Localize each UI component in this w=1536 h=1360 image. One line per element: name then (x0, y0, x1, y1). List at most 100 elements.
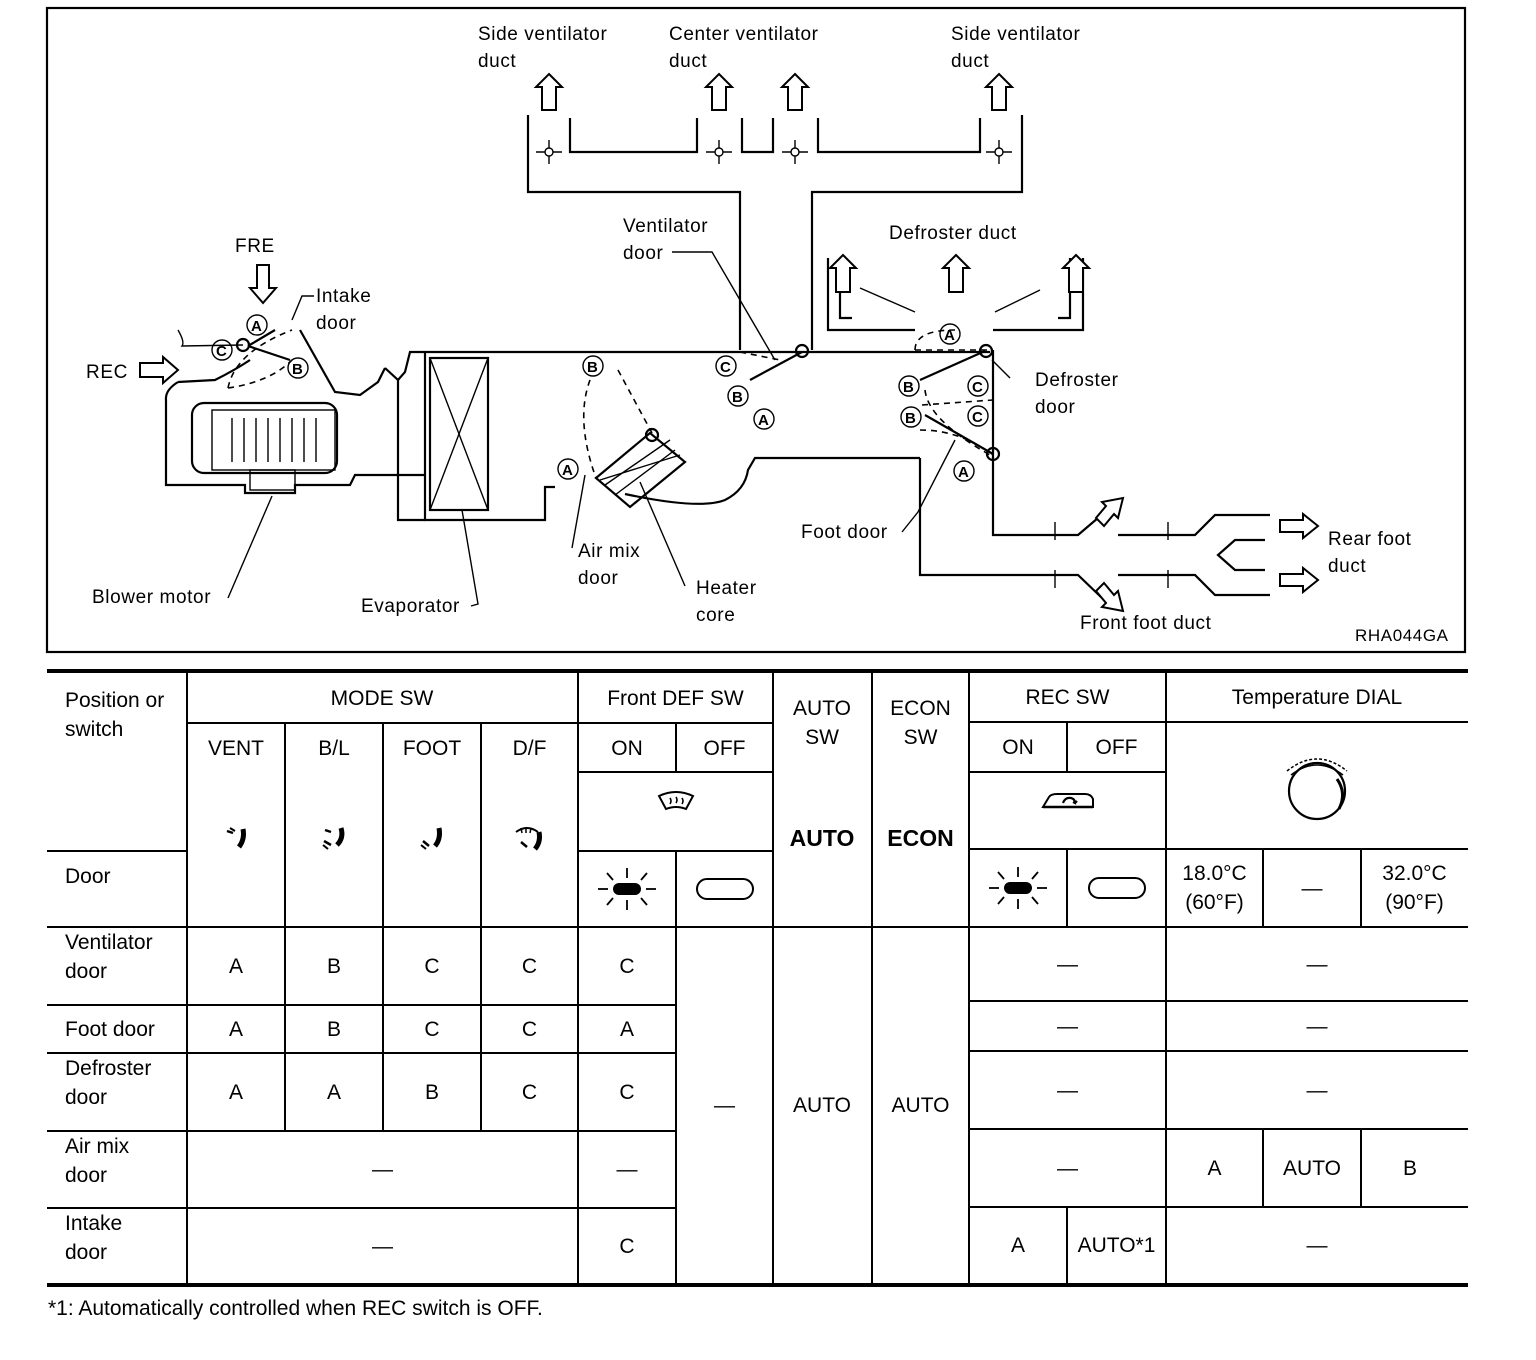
table-cell: — (372, 1158, 393, 1181)
svg-text:B: B (732, 389, 743, 406)
temp-low-celsius: 18.0°C (1182, 862, 1247, 885)
row-label-line: Intake (65, 1212, 123, 1235)
defroster-duct-label: Defroster duct (889, 223, 1017, 244)
temp-low-header: 18.0°C (60°F) (1166, 850, 1263, 926)
rec-sw-header: REC SW (1025, 686, 1110, 709)
indicator-lit-icon (969, 850, 1067, 926)
temp-mid-header: — (1301, 876, 1323, 900)
row-label-foot-door: Foot door (65, 1017, 155, 1041)
ventilator-duct-manifold (526, 72, 1024, 350)
table-cell: C (424, 954, 440, 978)
door-position-marks: A C B B A C B A A B C B C A (211, 314, 989, 482)
svg-text:A: A (944, 327, 955, 344)
econ-merged-cell: AUTO (891, 1094, 950, 1117)
table-cell: — (1306, 952, 1328, 976)
front-foot-duct-label: Front foot duct (1080, 613, 1212, 634)
rec-label: REC (86, 362, 128, 383)
svg-text:B: B (292, 361, 303, 378)
svg-text:C: C (216, 343, 227, 360)
fresh-air-arrow (247, 264, 279, 305)
table-cell: A (228, 1017, 243, 1041)
table-cell: B (326, 954, 341, 978)
table-cell: — (372, 1234, 393, 1258)
front-def-sw-header: Front DEF SW (607, 686, 744, 710)
blower-assembly (164, 329, 425, 495)
row-label-intake-door: Intake door (47, 1209, 187, 1283)
header-line: switch (65, 718, 124, 741)
fre-label: FRE (235, 236, 275, 257)
header-line: SW (903, 726, 938, 749)
row-label-line: Ventilator (65, 931, 153, 954)
table-cell: C (424, 1017, 440, 1041)
table-cell: — (616, 1158, 638, 1181)
svg-text:C: C (720, 359, 731, 376)
auto-sw-header: AUTO SW (773, 673, 871, 773)
bilevel-mode-icon (285, 773, 383, 903)
table-cell: C (619, 1080, 635, 1104)
table-cell: A (326, 1080, 341, 1104)
svg-text:A: A (758, 412, 769, 429)
rec-off-header: OFF (1095, 735, 1138, 759)
evaporator-label: Evaporator (361, 596, 460, 617)
table-cell: A (1010, 1234, 1025, 1257)
table-cell: A (619, 1017, 634, 1041)
row-label-line: Defroster (65, 1057, 152, 1080)
svg-text:A: A (562, 462, 573, 479)
table-cell: AUTO*1 (1077, 1234, 1156, 1257)
table-cell: AUTO (1283, 1156, 1341, 1180)
row-label-line: door (65, 960, 108, 983)
door-header: Door (65, 865, 111, 888)
svg-text:C: C (972, 409, 983, 426)
vent-mode-icon (187, 773, 285, 903)
mode-sw-header: MODE SW (330, 686, 434, 710)
table-cell: — (1057, 1156, 1078, 1180)
mode-foot-header: FOOT (402, 736, 462, 760)
row-label-line: door (65, 1241, 108, 1264)
def-off-merged-cell: — (714, 1094, 735, 1117)
row-label-line: door (65, 1086, 108, 1109)
table-cell: — (1057, 1078, 1078, 1102)
table-cell: C (521, 1017, 538, 1041)
table-cell: — (1306, 1234, 1328, 1257)
table-cell: B (424, 1080, 439, 1104)
front-defrost-icon (578, 773, 773, 829)
row-label-air-mix-door: Air mix door (47, 1132, 187, 1207)
heater-core (594, 431, 687, 509)
mode-vent-header: VENT (207, 736, 264, 760)
row-label-line: door (65, 1164, 108, 1187)
auto-switch-icon-text: AUTO (789, 824, 855, 851)
header-line: ECON (890, 697, 951, 720)
hvac-unit-housing (384, 253, 1092, 577)
door-blades (235, 329, 1001, 462)
svg-text:B: B (587, 359, 598, 376)
door-swing-paths (227, 329, 994, 479)
table-cell: C (619, 954, 635, 978)
header-line: AUTO (793, 697, 851, 720)
header-line: SW (805, 726, 839, 749)
table-cell: — (1306, 1014, 1328, 1038)
table-cell: B (1402, 1156, 1417, 1180)
def-on-header: ON (611, 736, 643, 760)
figure-code-label: RHA044GA (1355, 626, 1449, 645)
table-cell: — (1057, 1014, 1078, 1038)
row-label-defroster-door: Defroster door (47, 1054, 187, 1130)
temp-low-fahrenheit: (60°F) (1185, 891, 1244, 914)
foot-mode-icon (383, 773, 481, 903)
svg-text:A: A (958, 464, 969, 481)
recirculation-icon (969, 773, 1166, 829)
temperature-dial-header: Temperature DIAL (1231, 686, 1403, 709)
table-cell: — (1306, 1078, 1328, 1102)
mode-bl-header: B/L (318, 736, 350, 760)
svg-text:C: C (972, 379, 983, 396)
indicator-unlit-icon (1067, 850, 1166, 926)
